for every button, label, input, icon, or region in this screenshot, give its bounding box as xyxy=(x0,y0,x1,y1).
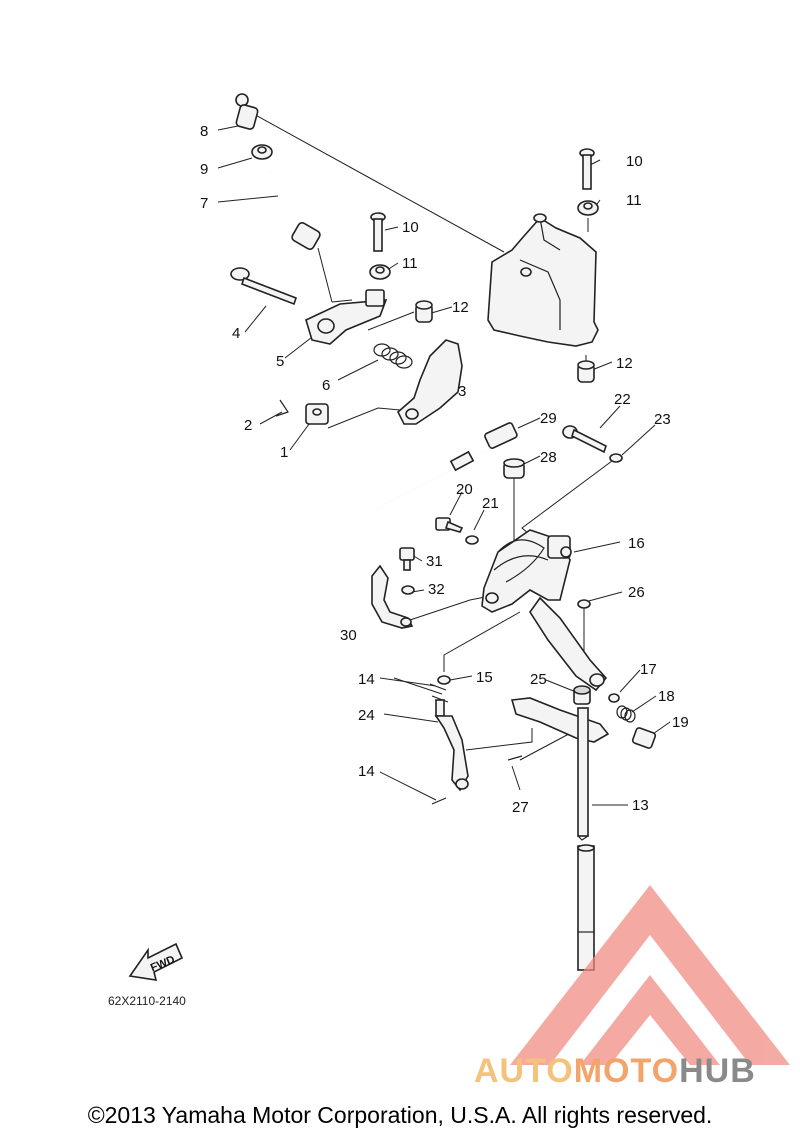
copyright-notice: ©2013 Yamaha Motor Corporation, U.S.A. A… xyxy=(87,1102,713,1128)
watermark-triangle-icon xyxy=(510,885,790,1065)
callout-6: 6 xyxy=(322,377,330,394)
watermark-hub: HUB xyxy=(679,1052,756,1090)
remote-control-bracket xyxy=(487,213,599,347)
diagram-part-code: 62X2110-2140 xyxy=(108,994,186,1008)
watermark-moto: MOTO xyxy=(573,1052,680,1090)
callout-9: 9 xyxy=(200,161,208,178)
callout-4: 4 xyxy=(232,325,240,342)
part-20-bolt xyxy=(435,517,464,533)
part-11-nut-upper xyxy=(577,200,599,216)
callout-14: 14 xyxy=(358,671,375,688)
part-8-cable-end xyxy=(235,93,259,130)
callout-2: 2 xyxy=(244,417,252,434)
callout-15: 15 xyxy=(476,669,493,686)
part-17-washer xyxy=(608,693,620,703)
callout-12: 12 xyxy=(452,299,469,316)
part-3-cam xyxy=(397,339,463,425)
part-32-washer xyxy=(401,585,415,595)
callout-17: 17 xyxy=(640,661,657,678)
part-23-washer xyxy=(609,453,623,463)
callout-3: 3 xyxy=(458,383,466,400)
part-10-bolt-middle xyxy=(370,212,386,252)
part-22-bolt xyxy=(562,425,607,454)
callout-16: 16 xyxy=(628,535,645,552)
part-9-nut xyxy=(251,144,273,160)
callout-25: 25 xyxy=(530,671,547,688)
callout-7: 7 xyxy=(200,195,208,212)
callout-numbers: 8 9 7 10 11 4 5 12 6 3 2 1 10 11 12 22 2… xyxy=(200,123,689,816)
watermark-text: AUTOMOTOHUB xyxy=(474,1052,756,1091)
part-28-collar xyxy=(503,458,525,479)
callout-10: 10 xyxy=(626,153,643,170)
fwd-arrow: FWD xyxy=(128,942,184,981)
part-21-washer xyxy=(465,535,479,545)
part-10-bolt-upper xyxy=(579,148,595,190)
callout-10b: 10 xyxy=(402,219,419,236)
watermark-logo xyxy=(510,885,790,1065)
callout-8: 8 xyxy=(200,123,208,140)
part-19-plug xyxy=(631,727,657,749)
part-2-pin xyxy=(275,399,289,417)
callout-22: 22 xyxy=(614,391,631,408)
callout-24: 24 xyxy=(358,707,375,724)
callout-13: 13 xyxy=(632,797,649,814)
callout-31: 31 xyxy=(426,553,443,570)
callout-5: 5 xyxy=(276,353,284,370)
callout-26: 26 xyxy=(628,584,645,601)
callout-18: 18 xyxy=(658,688,675,705)
callout-19: 19 xyxy=(672,714,689,731)
callout-11b: 11 xyxy=(402,255,418,272)
part-5-lever xyxy=(305,289,388,345)
callout-20: 20 xyxy=(456,481,473,498)
part-12-collar-lower xyxy=(577,360,595,383)
callout-1: 1 xyxy=(280,444,288,461)
callout-14b: 14 xyxy=(358,763,375,780)
part-26-washer xyxy=(577,599,591,609)
part-18-spring xyxy=(616,705,636,723)
callout-30: 30 xyxy=(340,627,357,644)
shift-cable xyxy=(377,447,491,509)
part-29-clevis xyxy=(484,422,518,449)
part-7-link-rod xyxy=(268,171,321,250)
part-30-bracket xyxy=(371,564,414,629)
part-4-bolt xyxy=(230,267,298,306)
callout-12b: 12 xyxy=(616,355,633,372)
part-24-link xyxy=(434,699,469,792)
part-16-shift-lever xyxy=(481,529,608,692)
part-1-block xyxy=(305,403,329,425)
part-14-pins xyxy=(429,683,449,805)
callout-21: 21 xyxy=(482,495,499,512)
part-27-pin xyxy=(507,755,523,761)
shift-plate xyxy=(510,697,610,743)
callout-28: 28 xyxy=(540,449,557,466)
callout-32: 32 xyxy=(428,581,445,598)
callout-23: 23 xyxy=(654,411,671,428)
part-25-bushing xyxy=(573,685,591,705)
part-6-spring xyxy=(373,343,413,369)
part-11-nut-middle xyxy=(369,264,391,280)
part-15-washer xyxy=(437,675,451,685)
callout-27: 27 xyxy=(512,799,529,816)
watermark-auto: AUTO xyxy=(474,1052,574,1090)
callout-11: 11 xyxy=(626,192,642,209)
part-31-bolt xyxy=(399,547,415,571)
callout-29: 29 xyxy=(540,410,557,427)
part-12-collar-upper xyxy=(415,300,433,323)
